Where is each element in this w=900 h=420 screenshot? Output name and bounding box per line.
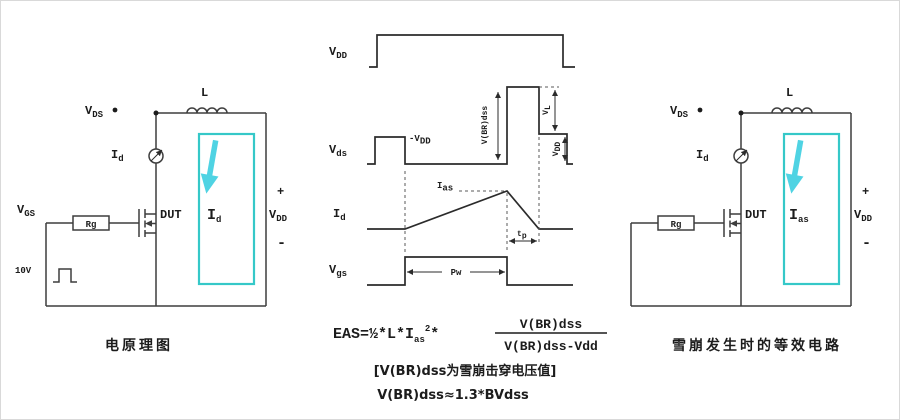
vds-label: VDS <box>670 104 689 120</box>
tp-label: tp <box>517 230 527 241</box>
current-path-box <box>197 132 256 286</box>
vgs-waveform <box>367 256 573 286</box>
mosfet-lines <box>138 209 157 237</box>
left-circuit-caption: 电原理图 <box>105 337 173 354</box>
vds-probe-dot <box>112 107 118 113</box>
box-current-label: Ias <box>789 207 809 225</box>
minus-sign: - <box>277 235 286 252</box>
formula-numerator: V(BR)dss <box>520 317 583 332</box>
right-circuit-caption: 雪崩发生时的等效电路 <box>672 337 842 354</box>
vds-row-label: Vds <box>329 143 347 159</box>
junction-dot <box>738 110 744 116</box>
mosfet-arrow <box>145 220 152 227</box>
pw-label-bg <box>442 263 470 278</box>
current-path-box <box>782 132 841 286</box>
inductor-icon <box>186 107 228 114</box>
eas-formula: EAS=½*L*Ias2* V(BR)dss V(BR)dss-Vdd [V(B… <box>333 317 607 403</box>
vdd-label: VDD <box>269 208 288 224</box>
left-circuit: VDS Id VGS Rg DUT L Id + VDD - 10V 电原理图 <box>15 86 288 354</box>
pulse-source-icon <box>53 268 77 283</box>
inductor-icon <box>771 107 813 114</box>
vdd-label: VDD <box>854 208 873 224</box>
pw-label: Pw <box>451 268 462 278</box>
vgs-label: VGS <box>17 203 36 219</box>
vdd-vertical-label: VDD <box>552 142 563 157</box>
current-probe-icon <box>148 148 164 164</box>
formula-lhs: EAS=½*L*Ias2* <box>333 324 439 345</box>
mosfet-lines <box>723 209 742 237</box>
arrow-head <box>785 173 804 194</box>
plus-sign: + <box>277 185 284 199</box>
formula-note-2: V(BR)dss≈1.3*BVdss <box>377 388 529 403</box>
vl-vertical-label: VL <box>542 105 553 115</box>
guide-dashed-lines <box>404 86 559 253</box>
vds-waveform <box>367 86 573 165</box>
gate-supply-label: 10V <box>15 266 32 276</box>
vbrdss-vertical-label: V(BR)dss <box>481 106 490 145</box>
inductor-label: L <box>201 86 208 100</box>
rg-label: Rg <box>86 220 97 230</box>
current-arrow-icon <box>200 139 219 194</box>
dut-label: DUT <box>160 208 182 222</box>
circuit-wires <box>45 112 267 307</box>
mosfet-arrow <box>730 220 737 227</box>
vdd-row-label: VDD <box>329 45 348 61</box>
ias-peak-label: Ias <box>437 181 453 194</box>
arrow-shaft <box>206 139 219 178</box>
formula-denominator: V(BR)dss-Vdd <box>504 339 598 354</box>
id-probe-label: Id <box>696 148 709 164</box>
arrow-head <box>200 173 219 194</box>
probe-arrow <box>735 149 748 162</box>
resistor-rg <box>72 215 110 231</box>
plus-sign: + <box>862 185 869 199</box>
inductor-label: L <box>786 86 793 100</box>
mosfet-symbol <box>138 209 157 237</box>
rg-label: Rg <box>671 220 682 230</box>
junction-dot <box>153 110 159 116</box>
formula-note-1: [V(BR)dss为雪崩击穿电压值] <box>374 363 557 379</box>
current-arrow-icon <box>785 139 804 194</box>
id-probe-label: Id <box>111 148 124 164</box>
id-row-label: Id <box>333 207 346 223</box>
resistor-rg <box>657 215 695 231</box>
right-circuit: VDS Id Rg DUT L Ias + VDD - 雪崩发生时的等效电路 <box>630 86 873 354</box>
id-waveform <box>367 189 573 230</box>
box-current-label: Id <box>207 207 221 225</box>
minus-sign: - <box>862 235 871 252</box>
arrow-shaft <box>791 139 804 178</box>
vds-label: VDS <box>85 104 104 120</box>
mosfet-symbol <box>723 209 742 237</box>
vdd-waveform <box>369 34 575 68</box>
vds-probe-dot <box>697 107 703 113</box>
vdd-level-tag: -VDD <box>409 134 431 147</box>
circuit-wires <box>630 112 852 307</box>
dut-label: DUT <box>745 208 767 222</box>
timing-waveforms: VDD Vds Id Vgs -VDD V(BR)dss VL VDD Ias … <box>329 34 575 286</box>
probe-arrow <box>150 149 163 162</box>
current-probe-icon <box>733 148 749 164</box>
vgs-row-label: Vgs <box>329 263 347 279</box>
